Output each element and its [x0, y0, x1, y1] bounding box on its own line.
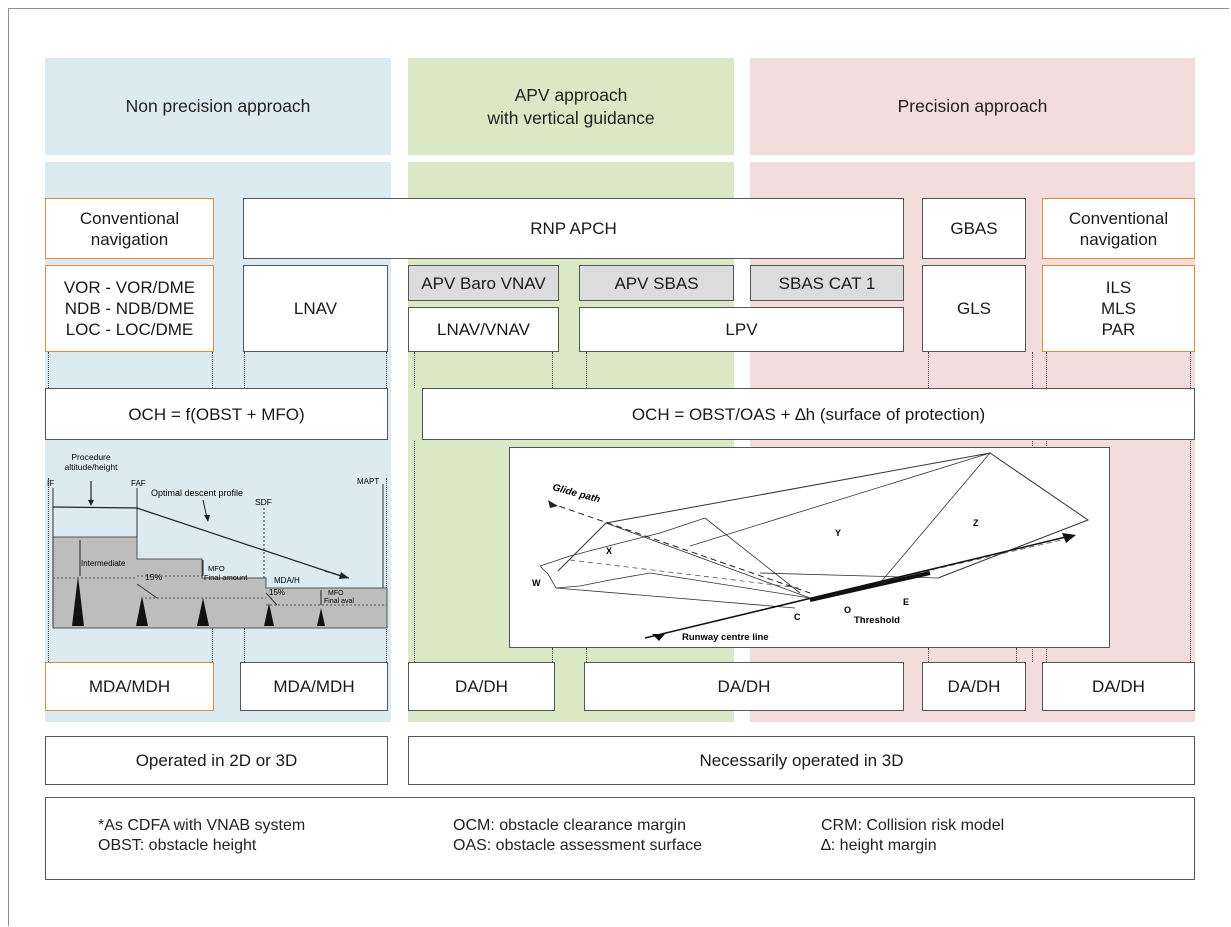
guide-line [928, 352, 929, 388]
guide-line [586, 352, 587, 388]
conventional-navigation-left: Conventional navigation [45, 198, 214, 259]
guide-line [212, 628, 213, 662]
och-non-precision: OCH = f(OBST + MFO) [45, 388, 388, 440]
conventional-aids-list: VOR - VOR/DME NDB - NDB/DME LOC - LOC/DM… [45, 265, 214, 352]
apv-sbas: APV SBAS [579, 265, 734, 301]
och-apv-precision: OCH = OBST/OAS + ∆h (surface of protecti… [422, 388, 1195, 440]
pct1-label: 15% [145, 572, 162, 582]
guide-line [414, 441, 415, 662]
z-label: Z [973, 518, 979, 528]
lpv: LPV [579, 307, 904, 352]
legend-oas: OAS: obstacle assessment surface [453, 837, 702, 854]
guide-line [212, 352, 213, 388]
mda-mdh-lnav: MDA/MDH [240, 662, 388, 711]
header-separator [45, 155, 1195, 162]
mapt-label: MAPT [357, 477, 379, 486]
glide-path-label: Glide path [551, 482, 601, 505]
protection-surface-figure: Glide path X Y Z W C O E Threshold Runwa… [509, 447, 1110, 648]
legend-ocm: OCM: obstacle clearance margin [453, 817, 686, 834]
guide-line [244, 628, 245, 662]
non-precision-title: Non precision approach [125, 96, 311, 116]
legend-box: *As CDFA with VNAB system OBST: obstacle… [45, 797, 1195, 880]
guide-line [386, 478, 387, 662]
gbas: GBAS [922, 198, 1026, 259]
operated-3d: Necessarily operated in 3D [408, 736, 1195, 785]
mfo-aval-line1: MFO [328, 590, 344, 597]
apv-title: APV approach with vertical guidance [487, 84, 655, 128]
guide-line [48, 352, 49, 388]
da-dh-lpv: DA/DH [584, 662, 904, 711]
legend-delta: ∆: height margin [821, 837, 937, 854]
descent-profile-figure: IF FAF MAPT SDF Procedure altitude/heigh… [45, 448, 388, 630]
optimal-descent-label: Optimal descent profile [151, 488, 243, 498]
guide-line [48, 478, 49, 662]
pct2-label: 15% [269, 588, 285, 597]
da-dh-gls: DA/DH [922, 662, 1026, 711]
da-dh-lnav-vnav: DA/DH [408, 662, 555, 711]
x-label: X [606, 546, 612, 556]
mfo-aval-line2: Final aval [324, 598, 354, 605]
runway-centre-line-label: Runway centre line [682, 632, 769, 643]
da-dh-conventional: DA/DH [1042, 662, 1195, 711]
guide-line [244, 352, 245, 388]
mfo-final-line1: MFO [208, 564, 225, 573]
legend-obst: OBST: obstacle height [98, 837, 257, 854]
guide-line [552, 648, 553, 662]
guide-line [1190, 352, 1191, 662]
precision-aids-list: ILS MLS PAR [1042, 265, 1195, 352]
mda-h-label: MDA/H [274, 576, 300, 585]
gls: GLS [922, 265, 1026, 352]
threshold-label: Threshold [854, 615, 900, 626]
legend-crm: CRM: Collision risk model [821, 817, 1005, 834]
e-label: E [903, 597, 909, 607]
precision-title: Precision approach [897, 96, 1048, 116]
c-label: C [794, 612, 801, 622]
lnav-vnav: LNAV/VNAV [408, 307, 559, 352]
faf-label: FAF [131, 479, 146, 488]
mfo-final-line2: Final amount [204, 573, 248, 582]
mda-mdh-conventional: MDA/MDH [45, 662, 214, 711]
diagram-frame [8, 8, 1229, 926]
procedure-label-line2: altitude/height [65, 462, 119, 472]
apv-baro-vnav: APV Baro VNAV [408, 265, 559, 301]
y-label: Y [835, 528, 841, 538]
if-label: IF [47, 479, 54, 488]
procedure-label-line1: Procedure [71, 452, 110, 462]
operated-2d-3d: Operated in 2D or 3D [45, 736, 388, 785]
guide-line [386, 352, 387, 388]
guide-line [552, 352, 553, 388]
legend-cdfa: *As CDFA with VNAB system [98, 817, 306, 834]
lnav: LNAV [243, 265, 388, 352]
sdf-label: SDF [255, 497, 272, 507]
intermediate-label: Intermediate [81, 559, 126, 568]
guide-line [586, 648, 587, 662]
sbas-cat1: SBAS CAT 1 [750, 265, 904, 301]
guide-line [928, 648, 929, 662]
o-label: O [844, 605, 851, 615]
w-label: W [532, 578, 541, 588]
rnp-apch: RNP APCH [243, 198, 904, 259]
guide-line [1016, 648, 1017, 662]
guide-line [414, 352, 415, 388]
conventional-navigation-right: Conventional navigation [1042, 198, 1195, 259]
